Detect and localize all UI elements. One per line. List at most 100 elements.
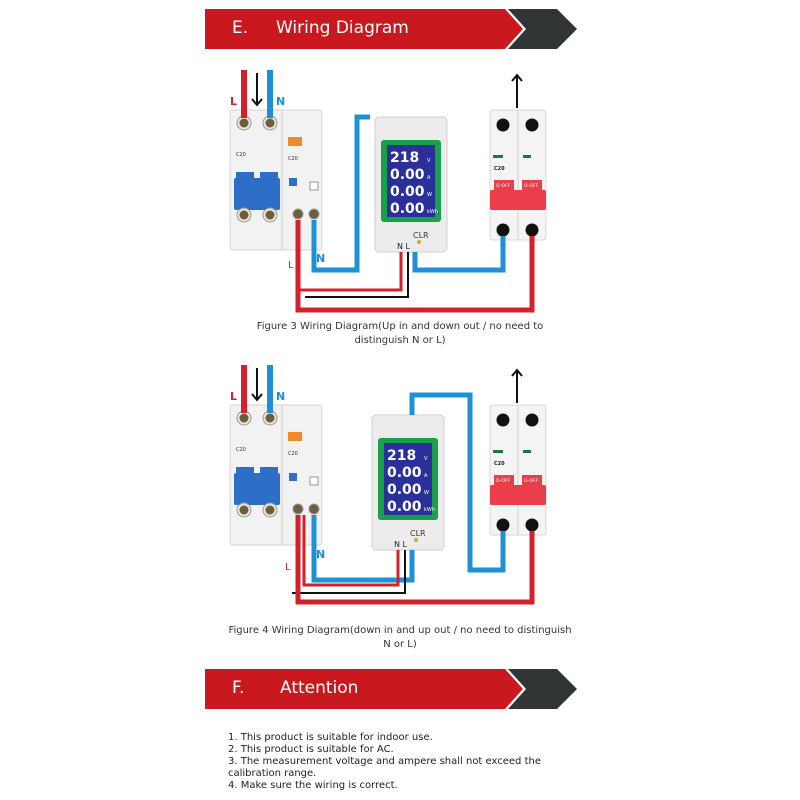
meter-clr-label: CLR <box>413 231 429 240</box>
meter-terminal-label: N L <box>394 540 408 549</box>
mcb-switch <box>494 180 514 190</box>
attention-item: calibration range. <box>228 768 317 779</box>
attention-item: 4. Make sure the wiring is correct. <box>228 780 398 791</box>
input-live-wire <box>241 70 247 118</box>
input-neutral-wire <box>267 365 273 413</box>
terminal-hole <box>496 413 510 427</box>
terminal-hole <box>496 223 510 237</box>
attention-item: 1. This product is suitable for indoor u… <box>228 732 433 743</box>
rcbo-top-screw-n-head <box>265 118 275 128</box>
meter-reading-unit: W <box>427 192 432 198</box>
rcbo-test-button <box>288 432 302 441</box>
label-live-out: L <box>288 260 294 271</box>
rcbo-top-screw-l-head <box>239 118 249 128</box>
rcbo-toggle <box>234 178 280 210</box>
rcbo-toggle-knob <box>260 172 278 182</box>
label-live: L <box>230 390 237 403</box>
rcbo-out-screw-l <box>292 208 304 220</box>
mcb-indicator <box>523 155 531 158</box>
input-arrow-head <box>251 98 263 107</box>
output-arrow-head <box>511 368 523 377</box>
label-live: L <box>230 95 237 108</box>
section-letter: E. <box>232 18 249 38</box>
mcb-switch-label: O-OFF <box>496 183 511 189</box>
caption-line: Figure 4 Wiring Diagram(down in and up o… <box>228 625 572 636</box>
rcbo-indicator <box>289 178 297 186</box>
mcb-handle-bar <box>490 485 546 505</box>
rcbo-top-screw-n-head <box>265 413 275 423</box>
meter-reading-unit: kWh <box>427 209 438 215</box>
meter-clr-button <box>414 538 418 542</box>
rcbo-rating: C20 <box>236 152 246 158</box>
label-neutral-out: N <box>316 548 325 561</box>
black-wire <box>305 252 409 298</box>
attention-item: 2. This product is suitable for AC. <box>228 744 394 755</box>
rcbo-out-screw-n <box>308 503 320 515</box>
neutral-wire-to-mcb <box>409 392 506 573</box>
input-live-wire <box>241 365 247 413</box>
meter-reading-unit: A <box>427 175 431 181</box>
mcb-indicator <box>493 155 503 158</box>
rcbo-rating: C20 <box>236 447 246 453</box>
mcb-switch <box>522 475 542 485</box>
rcbo-toggle <box>234 473 280 505</box>
rcbo-toggle-knob <box>236 467 254 477</box>
meter-reading-value: 0.00 <box>387 482 422 498</box>
terminal-hole <box>525 518 539 532</box>
section-title: Attention <box>280 678 359 698</box>
banner-arrow-shape <box>205 9 577 49</box>
rcbo-indicator <box>289 473 297 481</box>
live-wire-to-meter <box>302 515 400 587</box>
attention-list: 1. This product is suitable for indoor u… <box>228 732 558 792</box>
rcbo-bottom-screw-head <box>265 210 275 220</box>
rcbo-symbol <box>309 476 319 486</box>
meter-reading-unit: V <box>427 158 431 164</box>
output-arrow-head <box>511 73 523 82</box>
mcb-indicator <box>523 450 531 453</box>
live-wire-to-mcb <box>295 515 535 605</box>
attention-item: 3. The measurement voltage and ampere sh… <box>228 756 541 767</box>
neutral-wire-loop <box>311 114 370 273</box>
figure-3-caption: Figure 3 Wiring Diagram(Up in and down o… <box>210 320 590 348</box>
meter-reading-value: 218 <box>390 150 419 166</box>
caption-line: Figure 3 Wiring Diagram(Up in and down o… <box>256 321 544 332</box>
label-live-out: L <box>285 562 291 573</box>
section-letter: F. <box>232 678 245 698</box>
rcbo-rating: C20 <box>288 156 298 162</box>
label-neutral: N <box>276 390 285 403</box>
meter-reading-value: 0.00 <box>387 499 422 515</box>
rcbo-out-screw-n <box>308 208 320 220</box>
mcb-switch <box>522 180 542 190</box>
label-neutral-out: N <box>316 252 325 265</box>
mcb-switch-label: O-OFF <box>524 478 539 484</box>
neutral-wire-to-mcb <box>412 236 506 273</box>
meter-reading-value: 0.00 <box>390 167 425 183</box>
meter-screen <box>387 145 435 217</box>
meter-clr-button <box>417 240 421 244</box>
rcbo-test-button <box>288 137 302 146</box>
mcb-switch-label: O-OFF <box>496 478 511 484</box>
meter-reading-unit: W <box>424 490 429 496</box>
rcbo-out-screw-l <box>292 503 304 515</box>
rcbo-rating: C20 <box>288 451 298 457</box>
mcb-rating: C20 <box>494 166 505 172</box>
meter-reading-value: 218 <box>387 448 416 464</box>
terminal-hole <box>496 118 510 132</box>
input-arrow-head <box>251 393 263 402</box>
meter-reading-unit: V <box>424 456 428 462</box>
neutral-wire-to-meter <box>311 515 415 583</box>
rcbo-top-screw-l-head <box>239 413 249 423</box>
rcbo-bottom-screw-head <box>239 210 249 220</box>
terminal-hole <box>496 518 510 532</box>
rcbo-toggle-knob <box>260 467 278 477</box>
meter-reading-value: 0.00 <box>390 184 425 200</box>
rcbo-bottom-screw-head <box>239 505 249 515</box>
mcb-switch-label: O-OFF <box>524 183 539 189</box>
meter-terminal-label: N L <box>397 242 411 251</box>
section-title: Wiring Diagram <box>276 18 409 38</box>
meter-clr-label: CLR <box>410 529 426 538</box>
caption-line: N or L) <box>383 639 417 650</box>
mcb-indicator <box>493 450 503 453</box>
meter-reading-value: 0.00 <box>387 465 422 481</box>
